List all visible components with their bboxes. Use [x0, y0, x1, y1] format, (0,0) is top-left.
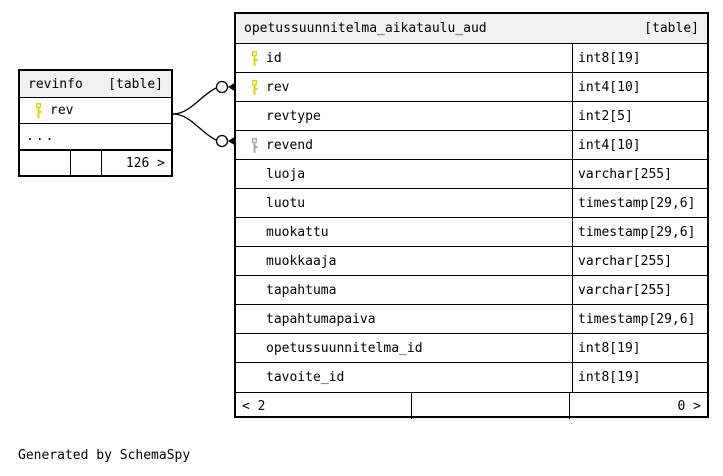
- entity-main-header: opetussuunnitelma_aikataulu_aud [table]: [236, 14, 707, 44]
- column-name-cell: opetussuunnitelma_id: [236, 334, 572, 362]
- column-type-cell: int4[10]: [572, 131, 707, 159]
- column-row[interactable]: revtype int2[5]: [236, 102, 707, 131]
- column-type-label: varchar[255]: [578, 253, 672, 269]
- entity-main-title: opetussuunnitelma_aikataulu_aud: [244, 21, 487, 36]
- column-row[interactable]: rev int4[10]: [236, 73, 707, 102]
- primary-key-icon: [244, 50, 264, 66]
- column-row[interactable]: muokattu timestamp[29,6]: [236, 218, 707, 247]
- column-name-cell: tapahtumapaiva: [236, 305, 572, 333]
- column-row[interactable]: revend int4[10]: [236, 131, 707, 160]
- column-label: opetussuunnitelma_id: [266, 340, 423, 356]
- column-type-label: int2[5]: [578, 108, 633, 124]
- column-row[interactable]: id int8[19]: [236, 44, 707, 73]
- relationship-endpoint-circle-revend: [215, 134, 229, 148]
- entity-revinfo-title: revinfo: [28, 76, 83, 92]
- column-type-label: timestamp[29,6]: [578, 311, 696, 327]
- column-label: revtype: [266, 108, 321, 124]
- column-type-label: varchar[255]: [578, 282, 672, 298]
- column-row[interactable]: luoja varchar[255]: [236, 160, 707, 189]
- footer-spacer: [411, 393, 569, 419]
- column-type-label: timestamp[29,6]: [578, 224, 696, 240]
- column-name-cell: id: [236, 44, 572, 72]
- column-name-cell: muokkaaja: [236, 247, 572, 275]
- column-type-cell: varchar[255]: [572, 247, 707, 275]
- relationship-endpoint-circle-rev: [215, 80, 229, 94]
- primary-key-icon: [244, 79, 264, 95]
- entity-revinfo[interactable]: revinfo [table] rev ... 126 >: [18, 69, 173, 177]
- column-type-cell: int2[5]: [572, 102, 707, 130]
- column-label: rev: [50, 103, 74, 118]
- column-name-cell: luoja: [236, 160, 572, 188]
- column-row[interactable]: opetussuunnitelma_id int8[19]: [236, 334, 707, 363]
- column-row[interactable]: muokkaaja varchar[255]: [236, 247, 707, 276]
- column-ellipsis-row: ...: [20, 124, 171, 150]
- column-label: revend: [266, 137, 313, 153]
- column-type-cell: int8[19]: [572, 334, 707, 362]
- column-row[interactable]: luotu timestamp[29,6]: [236, 189, 707, 218]
- entity-main-footer: < 2 0 >: [236, 392, 707, 419]
- primary-key-icon: [28, 103, 48, 118]
- column-type-label: int8[19]: [578, 50, 641, 66]
- column-type-label: timestamp[29,6]: [578, 195, 696, 211]
- ellipsis-label: ...: [26, 129, 56, 144]
- column-label: rev: [266, 79, 290, 95]
- entity-revinfo-header: revinfo [table]: [20, 71, 171, 98]
- column-row[interactable]: tapahtuma varchar[255]: [236, 276, 707, 305]
- column-label: muokattu: [266, 224, 329, 240]
- footer-child-count[interactable]: 126 >: [101, 151, 171, 175]
- column-name-cell: rev: [236, 73, 572, 101]
- entity-opetussuunnitelma-aikataulu-aud[interactable]: opetussuunnitelma_aikataulu_aud [table] …: [234, 12, 709, 419]
- entity-main-marker: [table]: [644, 21, 699, 36]
- relationship-edge-revend: [172, 113, 217, 141]
- relationship-edge-rev: [172, 87, 217, 115]
- column-name-cell: revtype: [236, 102, 572, 130]
- column-name-cell: muokattu: [236, 218, 572, 246]
- footer-parent-count[interactable]: [20, 151, 70, 175]
- entity-revinfo-footer: 126 >: [20, 150, 171, 175]
- column-name-cell: tapahtuma: [236, 276, 572, 304]
- column-label: tapahtuma: [266, 282, 337, 298]
- column-type-cell: timestamp[29,6]: [572, 218, 707, 246]
- column-type-cell: varchar[255]: [572, 160, 707, 188]
- column-row[interactable]: tavoite_id int8[19]: [236, 363, 707, 392]
- column-type-cell: timestamp[29,6]: [572, 305, 707, 333]
- entity-revinfo-marker: [table]: [108, 76, 163, 92]
- generated-by-credit: Generated by SchemaSpy: [18, 448, 191, 463]
- column-type-cell: int8[19]: [572, 44, 707, 72]
- indexed-key-icon: [244, 137, 264, 153]
- column-type-label: int8[19]: [578, 370, 641, 385]
- column-type-cell: int4[10]: [572, 73, 707, 101]
- column-label: luotu: [266, 195, 306, 211]
- column-name-cell: tavoite_id: [236, 363, 572, 392]
- footer-spacer: [70, 151, 101, 175]
- column-type-cell: varchar[255]: [572, 276, 707, 304]
- column-label: tapahtumapaiva: [266, 311, 376, 327]
- column-type-label: varchar[255]: [578, 166, 672, 182]
- column-label: id: [266, 50, 282, 66]
- footer-child-count[interactable]: 0 >: [569, 393, 707, 419]
- column-type-label: int8[19]: [578, 340, 641, 356]
- column-name-cell: revend: [236, 131, 572, 159]
- column-type-label: int4[10]: [578, 137, 641, 153]
- column-type-cell: timestamp[29,6]: [572, 189, 707, 217]
- column-row-rev[interactable]: rev: [20, 98, 171, 124]
- column-label: muokkaaja: [266, 253, 337, 269]
- column-type-label: int4[10]: [578, 79, 641, 95]
- column-name-cell: rev: [20, 98, 171, 123]
- column-row[interactable]: tapahtumapaiva timestamp[29,6]: [236, 305, 707, 334]
- column-type-cell: int8[19]: [572, 363, 707, 392]
- column-label: tavoite_id: [266, 370, 345, 385]
- column-list: id int8[19] rev int4[10] revtype int2[5] reven…: [236, 44, 707, 392]
- column-name-cell: luotu: [236, 189, 572, 217]
- footer-parent-count[interactable]: < 2: [242, 398, 266, 414]
- column-label: luoja: [266, 166, 306, 182]
